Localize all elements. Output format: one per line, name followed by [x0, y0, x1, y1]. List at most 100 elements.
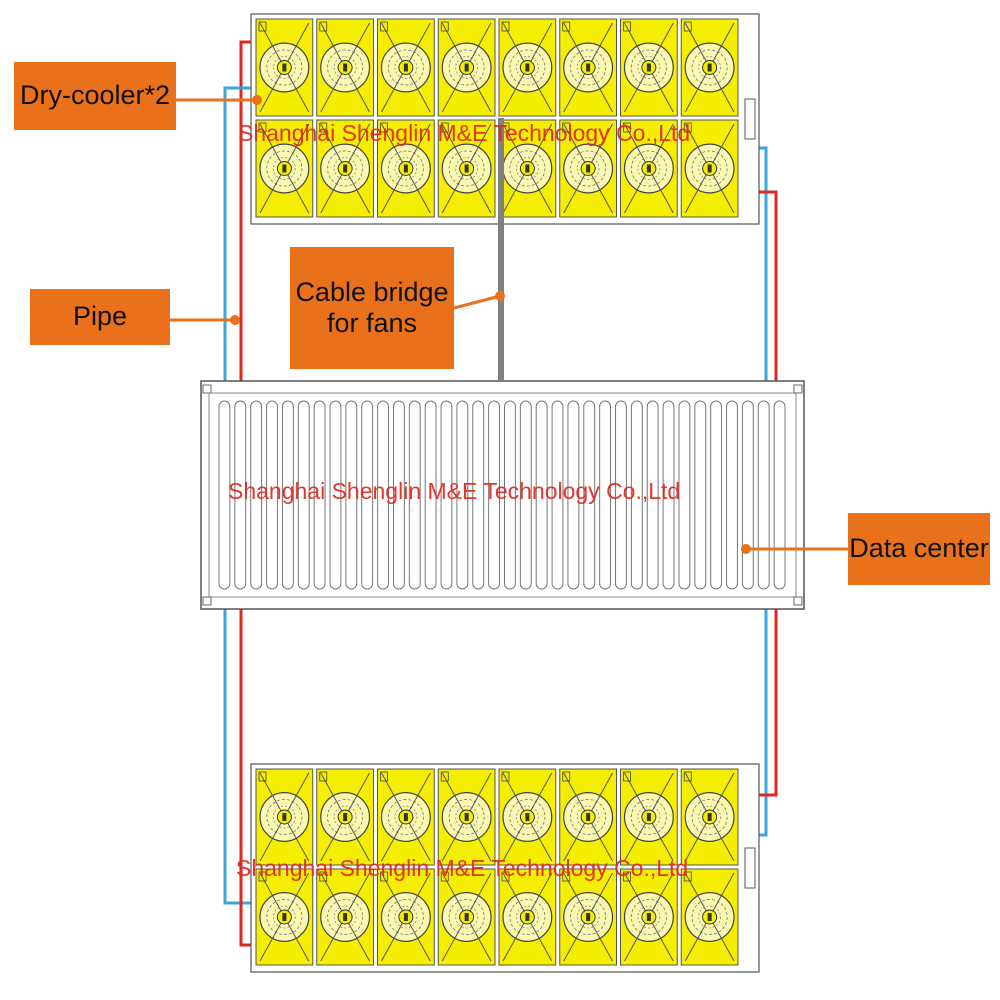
return-pipe-right-top — [759, 146, 768, 381]
corrugation-channel — [615, 400, 627, 590]
corrugation-channel — [599, 400, 612, 590]
fan-icon — [437, 119, 496, 218]
fan-icon — [559, 868, 617, 966]
fan-icon — [316, 119, 374, 218]
supply-pipe-right-top — [759, 190, 778, 381]
fan-icon — [377, 868, 435, 966]
corrugation-channel — [345, 400, 358, 590]
fan-icon — [316, 868, 374, 966]
corrugation-channel — [472, 400, 485, 590]
fan-icon — [620, 119, 678, 218]
corrugation-channel — [726, 400, 738, 590]
fan-icon — [377, 18, 435, 117]
corrugation-channel — [741, 400, 754, 590]
fan-icon — [559, 119, 617, 218]
fan-icon — [620, 18, 678, 117]
cable-bridge-pointer-dot — [495, 291, 505, 301]
corrugation-channel — [519, 400, 532, 590]
fan-icon — [255, 119, 314, 218]
fan-icon — [377, 119, 435, 218]
corrugation-channel — [250, 400, 263, 590]
dry-cooler-label: Dry-cooler*2 — [14, 62, 176, 130]
fan-icon — [620, 868, 678, 966]
corrugation-channel — [630, 400, 643, 590]
corrugation-channel — [456, 400, 469, 590]
corrugation-channel — [773, 400, 786, 590]
cable-bridge — [498, 118, 504, 381]
pipe-label: Pipe — [30, 289, 170, 345]
dry-cooler-pointer-dot — [252, 95, 262, 105]
header-tab — [744, 847, 756, 889]
watermark-bottom: Shanghai Shenglin M&E Technology Co.,Ltd — [236, 855, 689, 881]
corrugation-channel — [694, 400, 707, 590]
supply-pipe-left-bottom — [239, 609, 251, 947]
corrugation-channel — [567, 400, 580, 590]
watermark-middle: Shanghai Shenglin M&E Technology Co.,Ltd — [228, 478, 681, 504]
label-pointers — [170, 95, 848, 554]
corrugation-channel — [313, 400, 326, 590]
pipes — [223, 40, 778, 947]
corner-casting — [202, 596, 212, 606]
corrugation-channel — [329, 400, 342, 590]
fan-icon — [498, 868, 557, 966]
pipe-pointer-dot — [230, 315, 240, 325]
corrugation-channel — [535, 400, 548, 590]
corner-casting — [202, 384, 212, 394]
corrugation-channel — [392, 400, 405, 590]
corrugation-channel — [662, 400, 675, 590]
corner-casting — [793, 596, 803, 606]
corrugation-channel — [757, 400, 770, 590]
fan-icon — [680, 18, 739, 117]
corrugation-channel — [266, 400, 278, 590]
fan-icon — [377, 768, 435, 866]
pipe-label-text: Pipe — [72, 301, 128, 332]
fan-icon — [437, 768, 496, 866]
cable-bridge-label: Cable bridge for fans — [290, 247, 454, 369]
dry-cooler-bottom — [250, 763, 760, 973]
corrugation-channel — [297, 400, 310, 590]
corrugation-channel — [678, 400, 691, 590]
fan-icon — [316, 18, 374, 117]
cable-bridge-pointer — [453, 294, 501, 310]
fan-icon — [680, 119, 739, 218]
dry-cooler-label-text: Dry-cooler*2 — [19, 80, 171, 111]
corrugation-channel — [646, 400, 659, 590]
fan-icon — [255, 868, 314, 966]
dry-cooler-top — [250, 13, 760, 225]
data-center-label: Data center — [848, 513, 990, 585]
corrugation-channel — [488, 400, 500, 590]
corrugation-channel — [361, 400, 374, 590]
data-center-pointer-dot — [741, 544, 751, 554]
fan-icon — [498, 768, 557, 866]
supply-pipe-right-bottom — [759, 609, 778, 797]
fan-icon — [559, 18, 617, 117]
fan-icon — [620, 768, 678, 866]
cable-bridge-label-line2: for fans — [326, 308, 418, 338]
corner-casting — [793, 384, 803, 394]
return-pipe-left-top — [223, 86, 251, 381]
corrugation-channel — [234, 400, 247, 590]
fan-icon — [255, 768, 314, 866]
data-center-container — [200, 380, 805, 610]
corrugation-channel — [440, 400, 453, 590]
corrugation-channel — [504, 400, 516, 590]
fan-icon — [437, 868, 496, 966]
cable-bridge-tray — [498, 118, 504, 381]
fan-icon — [680, 768, 739, 866]
fan-icon — [559, 768, 617, 866]
container-inner — [208, 392, 797, 598]
fan-icon — [316, 768, 374, 866]
fan-icon — [680, 868, 739, 966]
corrugation-channel — [424, 400, 437, 590]
fan-icon — [255, 18, 314, 117]
header-tab — [744, 98, 756, 140]
watermark-top: Shanghai Shenglin M&E Technology Co.,Ltd — [238, 120, 691, 146]
corrugation-channel — [281, 400, 294, 590]
return-pipe-right-bottom — [759, 609, 768, 837]
cable-bridge-label-line1: Cable bridge — [295, 276, 449, 307]
corrugation-channel — [218, 400, 231, 590]
data-center-label-text: Data center — [849, 533, 989, 564]
corrugation-channel — [710, 400, 723, 590]
fan-icon — [498, 119, 557, 218]
